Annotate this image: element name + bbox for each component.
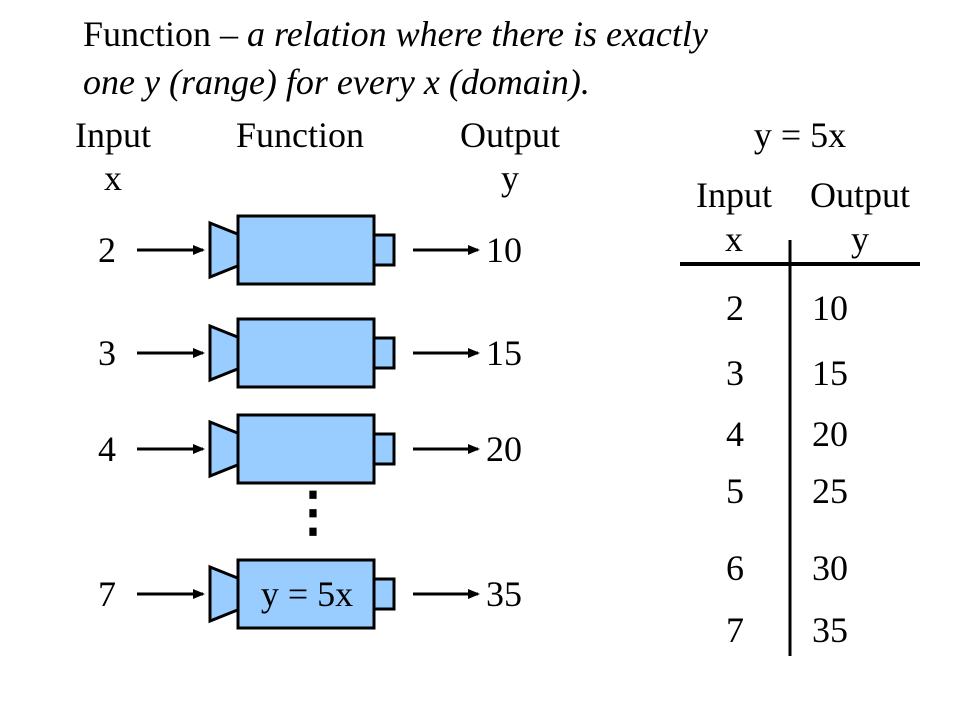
- table-x-3: 4: [726, 414, 744, 454]
- header-function: Function: [235, 115, 364, 155]
- table-var-x: x: [725, 219, 743, 259]
- definition-term: Function: [83, 14, 212, 54]
- header-input: Input: [75, 115, 151, 155]
- output-value-row-4: 35: [486, 574, 522, 614]
- machine-input-funnel-row-4: [208, 564, 242, 624]
- table-header-output: Output: [809, 175, 910, 215]
- machine-body-row-3: [236, 413, 376, 485]
- table-y-5: 30: [812, 548, 848, 588]
- input-value-row-4: 7: [98, 574, 116, 614]
- table-x-4: 5: [726, 471, 744, 511]
- definition-text-2: one y (range) for every x (domain).: [83, 62, 590, 102]
- machine-output-nozzle-row-3: [372, 432, 396, 466]
- definition-dash: –: [211, 14, 248, 54]
- definition-text-1: a relation where there is exactly: [247, 14, 708, 54]
- table-y-3: 20: [812, 414, 848, 454]
- table-var-y: y: [851, 219, 869, 259]
- input-value-row-3: 4: [98, 429, 116, 469]
- machine-input-funnel-row-3: [208, 419, 242, 479]
- machine-body-row-2: [236, 317, 376, 389]
- header-output-var: y: [501, 158, 519, 198]
- table-header-input: Input: [696, 175, 772, 215]
- machine-rule-label: y = 5x: [260, 574, 354, 614]
- output-value-row-2: 15: [486, 333, 522, 373]
- table-x-6: 7: [726, 610, 744, 650]
- table-x-5: 6: [726, 548, 744, 588]
- definition-title: Function – a relation where there is exa…: [83, 10, 708, 106]
- machine-output-nozzle-row-1: [372, 233, 396, 267]
- machine-output-nozzle-row-2: [372, 336, 396, 370]
- header-input-var: x: [104, 158, 122, 198]
- table-title: y = 5x: [753, 115, 847, 155]
- machine-body-row-1: [236, 214, 376, 286]
- table-y-4: 25: [812, 471, 848, 511]
- definition-line-2: one y (range) for every x (domain).: [83, 58, 708, 106]
- input-value-row-2: 3: [98, 333, 116, 373]
- machine-input-funnel-row-1: [208, 220, 242, 280]
- output-value-row-1: 10: [486, 230, 522, 270]
- table-y-1: 10: [812, 288, 848, 328]
- header-output: Output: [459, 115, 560, 155]
- machine-body-row-4: [236, 558, 376, 630]
- input-value-row-1: 2: [98, 230, 116, 270]
- table-x-2: 3: [726, 353, 744, 393]
- output-value-row-3: 20: [486, 429, 522, 469]
- table-x-1: 2: [726, 288, 744, 328]
- table-y-6: 35: [812, 610, 848, 650]
- table-y-2: 15: [812, 353, 848, 393]
- definition-line-1: Function – a relation where there is exa…: [83, 10, 708, 58]
- machine-input-funnel-row-2: [208, 323, 242, 383]
- machine-output-nozzle-row-4: [372, 577, 396, 611]
- ellipsis: ⋮: [286, 482, 340, 542]
